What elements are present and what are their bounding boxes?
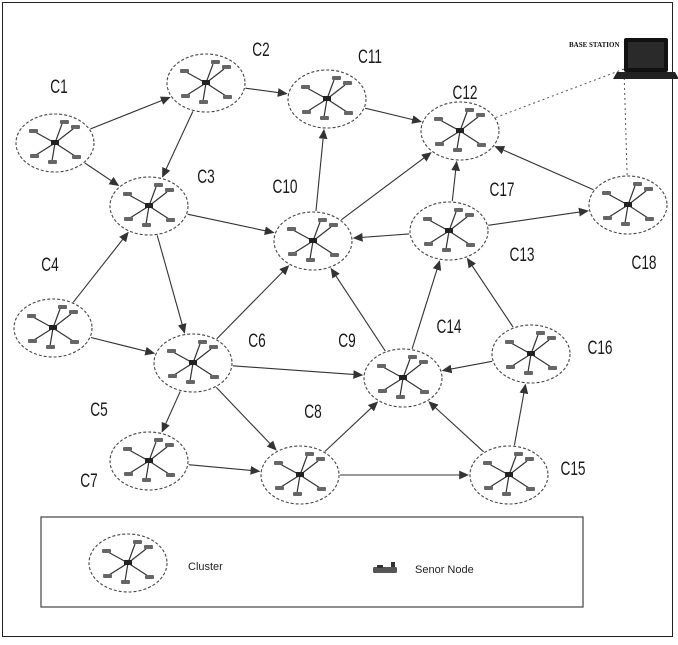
- laptop-icon: [613, 38, 678, 79]
- legend-sensor-label: Senor Node: [415, 564, 474, 576]
- base-station: BASE STATION: [569, 38, 678, 79]
- edge-c16-c17: [466, 257, 514, 328]
- edge-c10-c11: [315, 128, 328, 212]
- cluster-label-c16: C16: [587, 337, 612, 359]
- cluster-label-c6: C6: [248, 330, 265, 352]
- legend: Cluster Senor Node: [40, 516, 584, 608]
- cluster-node-c11: [287, 69, 367, 129]
- cluster-label-c13: C13: [509, 244, 534, 266]
- edge-c10-c12: [340, 152, 432, 221]
- cluster-label-c18: C18: [631, 252, 656, 274]
- edge-c17-c10: [352, 232, 410, 242]
- edge-c1-c2: [90, 96, 171, 130]
- edge-c18-c12: [494, 146, 594, 191]
- cluster-node-c18: [588, 175, 668, 235]
- cluster-label-c10: C10: [272, 176, 297, 198]
- edge-c2-c11: [245, 87, 288, 97]
- edge-c17-c12: [451, 160, 461, 202]
- cluster-node-c5: [109, 431, 189, 491]
- edge-c6-c5: [161, 391, 181, 433]
- edge-c15-c9: [428, 401, 485, 453]
- edge-c5-c8: [188, 464, 261, 475]
- cluster-node-c6: [153, 333, 233, 393]
- cluster-label-c17: C17: [489, 179, 514, 201]
- cluster-node-c16: [491, 324, 571, 384]
- edge-c3-c6: [156, 235, 187, 334]
- edge-c17-c18: [488, 207, 589, 226]
- base-station-links-layer: [495, 68, 628, 176]
- cluster-node-c4: [13, 298, 93, 358]
- cluster-node-c9: [363, 348, 443, 408]
- cluster-label-c11: C11: [358, 46, 382, 68]
- cluster-label-c3: C3: [197, 166, 214, 188]
- cluster-node-c3: [109, 176, 189, 236]
- network-diagram: C1C2C3C4C5C6C7C8C9C10C11C12C13C14C15C16C…: [13, 38, 678, 608]
- legend-cluster-label: Cluster: [188, 561, 223, 573]
- cluster-label-c15: C15: [560, 458, 585, 480]
- cluster-label-c5: C5: [90, 399, 107, 421]
- cluster-label-c8: C8: [304, 401, 321, 423]
- cluster-label-c14: C14: [436, 316, 461, 338]
- edge-c16-c9: [441, 360, 493, 374]
- base-station-link-c12: [495, 68, 625, 118]
- edge-c6-c8: [215, 387, 277, 451]
- cluster-node-c17: [409, 201, 489, 261]
- edges-layer: [72, 87, 594, 480]
- sensor-node-icon: [373, 562, 397, 573]
- edge-c15-c16: [513, 383, 529, 446]
- edge-c8-c9: [324, 401, 379, 452]
- edge-c6-c10: [216, 265, 290, 340]
- cluster-node-c1: [15, 113, 95, 173]
- cluster-label-c2: C2: [252, 39, 269, 61]
- base-station-label: BASE STATION: [569, 41, 620, 49]
- edge-c4-c6: [90, 336, 156, 356]
- edge-c6-c9: [232, 365, 364, 379]
- edge-c9-c17: [411, 260, 442, 349]
- edge-c1-c3: [84, 162, 120, 187]
- edge-c9-c10: [330, 267, 386, 352]
- edge-c4-c3: [72, 231, 129, 303]
- cluster-label-c7: C7: [80, 470, 97, 492]
- edge-c3-c10: [187, 213, 275, 236]
- cluster-label-c12: C12: [452, 82, 477, 104]
- base-station-link-c18: [623, 68, 628, 176]
- cluster-node-c12: [420, 101, 500, 161]
- cluster-label-c9: C9: [338, 330, 355, 352]
- legend-cluster-icon: [88, 533, 168, 593]
- cluster-node-c8: [260, 445, 340, 505]
- edge-c2-c3: [162, 111, 194, 178]
- cluster-node-c2: [166, 53, 246, 113]
- cluster-node-c10: [273, 211, 353, 271]
- cluster-node-c15: [469, 445, 549, 505]
- edge-c11-c12: [364, 107, 422, 124]
- cluster-label-c1: C1: [50, 76, 67, 98]
- cluster-label-c4: C4: [41, 254, 58, 276]
